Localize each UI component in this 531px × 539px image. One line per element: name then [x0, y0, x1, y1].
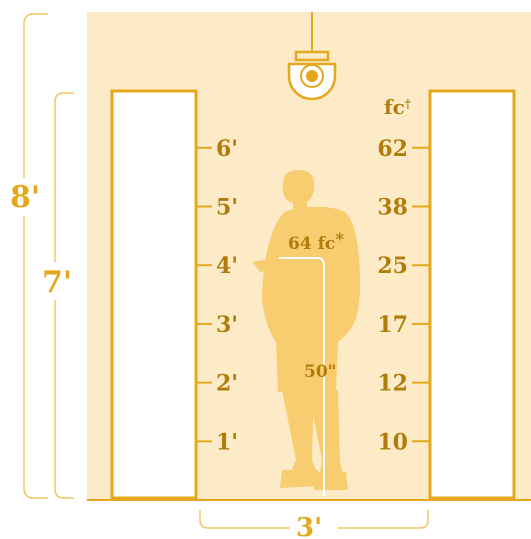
- height-tick-label: 6': [216, 136, 238, 162]
- illuminance-value-label: 38: [377, 195, 408, 221]
- room-height-label: 8': [10, 180, 40, 215]
- person-reading-silhouette: [252, 170, 360, 490]
- reading-plane-illuminance-label: 64 fc*: [288, 230, 344, 254]
- illuminance-value-label: 12: [377, 371, 408, 397]
- height-tick-label: 5': [216, 195, 238, 221]
- illuminance-value-label: 62: [377, 136, 408, 162]
- height-tick-label: 3': [216, 312, 238, 338]
- aisle-width-label: 3': [296, 513, 322, 539]
- ceiling-light-fixture-icon: [287, 12, 337, 101]
- left-bookshelf: [110, 89, 198, 500]
- illuminance-header: fc†: [384, 95, 411, 119]
- height-scale: 6' 5' 4' 3' 2' 1': [196, 136, 238, 455]
- height-tick-label: 1': [216, 429, 238, 455]
- height-tick-label: 4': [216, 253, 238, 279]
- height-tick-label: 2': [216, 371, 238, 397]
- reading-height-label: 50": [304, 362, 337, 382]
- illuminance-value-label: 25: [377, 253, 408, 279]
- right-bookshelf: [428, 89, 516, 500]
- illuminance-scale: 62 38 25 17 12 10: [377, 136, 430, 455]
- shelf-height-label: 7': [42, 265, 72, 300]
- reading-plane-line: [279, 257, 325, 496]
- illuminance-value-label: 17: [377, 312, 408, 338]
- illuminance-value-label: 10: [377, 429, 408, 455]
- room-height-bracket: [23, 13, 48, 499]
